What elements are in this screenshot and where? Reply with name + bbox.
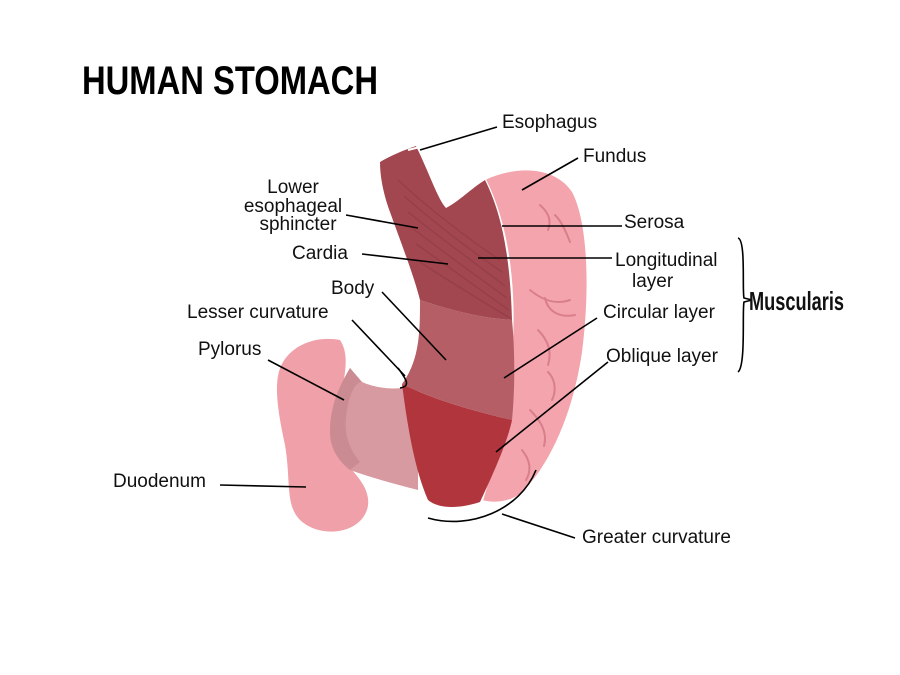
label-fundus: Fundus (583, 146, 646, 167)
muscle-striations (397, 179, 511, 319)
circular-layer-leader (503, 317, 598, 379)
esophagus-leader (419, 126, 498, 151)
label-longitudinal-2: layer (632, 271, 674, 292)
label-duodenum: Duodenum (113, 471, 206, 492)
greater-curvature-arc (427, 469, 537, 523)
muscularis-brace (737, 237, 753, 373)
label-muscularis: Muscularis (749, 286, 844, 316)
duodenum-leader (219, 484, 307, 488)
oblique-layer-leader (495, 361, 609, 453)
lesser-curvature-arc (397, 367, 408, 389)
leader-lines (219, 126, 753, 539)
label-lower-esophageal-3: sphincter (259, 214, 337, 235)
label-longitudinal-1: Longitudinal (615, 250, 717, 271)
label-lower-esophageal-1: Lower (267, 177, 319, 198)
label-body: Body (331, 278, 375, 299)
oblique-layer-shape (402, 384, 512, 507)
circular-layer-shape (402, 300, 515, 420)
lower-esophageal-leader (345, 214, 419, 229)
pylorus-leader (267, 359, 345, 401)
body-leader (381, 291, 447, 361)
label-lower-esophageal-2: esophageal (244, 196, 342, 217)
label-esophagus: Esophagus (502, 112, 597, 133)
label-oblique-layer: Oblique layer (606, 346, 719, 367)
label-serosa: Serosa (624, 212, 685, 233)
label-lesser-curvature: Lesser curvature (187, 302, 329, 323)
fundus-leader (521, 157, 579, 191)
label-circular-layer: Circular layer (603, 302, 716, 323)
longitudinal-layer-shape (380, 146, 512, 320)
duodenum-shape (276, 338, 369, 532)
cardia-leader (361, 253, 449, 265)
diagram-title: HUMAN STOMACH (82, 59, 378, 103)
label-greater-curvature: Greater curvature (582, 527, 731, 548)
lesser-curvature-leader (351, 319, 406, 377)
serosa-vessels (521, 204, 576, 481)
label-pylorus: Pylorus (198, 339, 261, 360)
label-cardia: Cardia (292, 243, 348, 264)
esophagus-cut-mark (407, 145, 425, 151)
pylorus-band (330, 368, 362, 470)
greater-curvature-leader (501, 513, 576, 539)
